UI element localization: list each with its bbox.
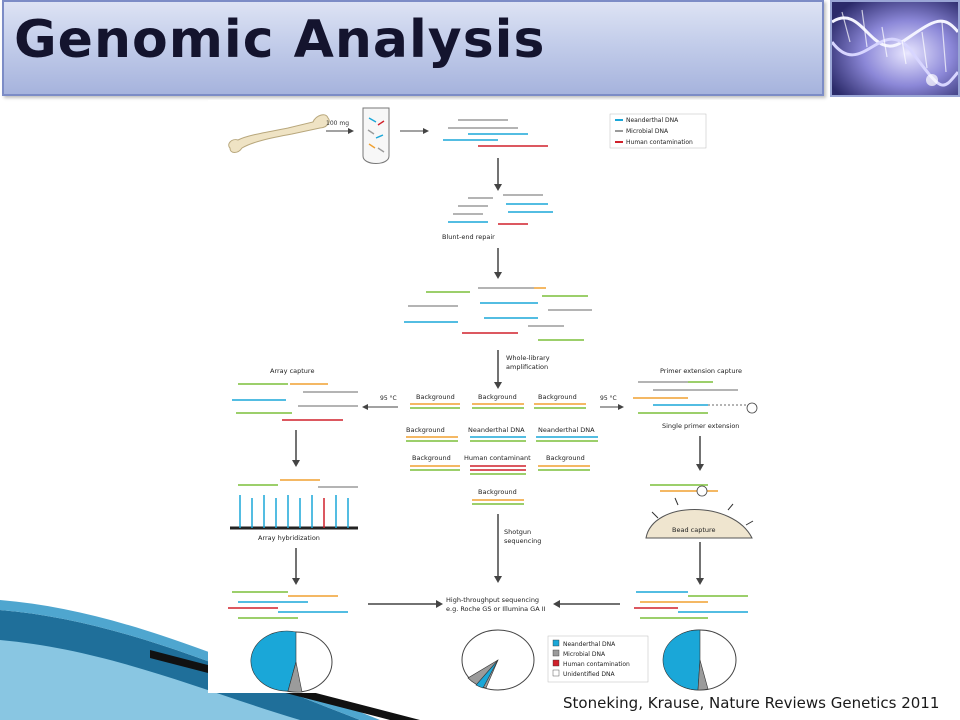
legend-top: Neanderthal DNA Microbial DNA Human cont… <box>609 113 707 149</box>
grid-r3c3: Background <box>546 454 585 462</box>
legend-top-human: Human contamination <box>626 139 693 146</box>
grid-r1c1: Background <box>416 393 455 401</box>
temp-left-label: 95 °C <box>380 395 397 402</box>
dna-fragments-repaired <box>448 194 553 225</box>
adapter-ligated-fragments <box>404 287 592 341</box>
bead-capture-icon <box>645 484 754 539</box>
grid-r2c1: Background <box>406 426 445 434</box>
ancient-dna-workflow-diagram: 100 mg Neanderthal DNA Microbial DNA Hum… <box>208 100 760 693</box>
pie-shotgun <box>461 629 535 691</box>
array-hybridization-icon <box>230 479 358 530</box>
grid-r2c3: Neanderthal DNA <box>538 426 595 434</box>
enriched-fragments-left <box>228 591 348 619</box>
primer-capture-label: Primer extension capture <box>660 367 742 375</box>
target-grid: Background Background Background Backgro… <box>406 393 598 505</box>
dna-fragments-raw <box>443 119 548 147</box>
grid-r1c3: Background <box>538 393 577 401</box>
array-capture-label: Array capture <box>270 367 314 375</box>
grid-r4: Background <box>478 488 517 496</box>
hts-label-2: e.g. Roche GS or Illumina GA II <box>446 605 546 613</box>
grid-r2c2: Neanderthal DNA <box>468 426 525 434</box>
enriched-fragments-right <box>634 591 748 619</box>
legend-bottom: Neanderthal DNA Microbial DNA Human cont… <box>547 635 649 683</box>
pie-array <box>250 630 333 693</box>
legend-bottom-unidentified: Unidentified DNA <box>563 671 615 678</box>
primer-capture-fragments <box>633 381 758 414</box>
bone-icon <box>228 114 330 153</box>
legend-bottom-neanderthal: Neanderthal DNA <box>563 641 616 648</box>
legend-bottom-human: Human contamination <box>563 661 630 668</box>
legend-top-neanderthal: Neanderthal DNA <box>626 117 679 124</box>
hts-label-1: High-throughput sequencing <box>446 596 539 604</box>
grid-r3c2: Human contaminant <box>464 454 531 462</box>
legend-bottom-microbial: Microbial DNA <box>563 651 606 658</box>
temp-right-label: 95 °C <box>600 395 617 402</box>
array-hyb-label: Array hybridization <box>258 534 320 542</box>
grid-r3c1: Background <box>412 454 451 462</box>
bead-capture-label: Bead capture <box>672 526 716 534</box>
shotgun-label-1: Shotgun <box>504 528 531 536</box>
pie-primer <box>662 629 737 691</box>
amplification-label-1: Whole-library <box>506 354 550 362</box>
slide-title: Genomic Analysis <box>14 10 546 70</box>
shotgun-label-2: sequencing <box>504 537 541 545</box>
title-bar: Genomic Analysis <box>2 0 824 96</box>
blunt-end-label: Blunt-end repair <box>442 233 495 241</box>
citation-credit: Stoneking, Krause, Nature Reviews Geneti… <box>563 694 940 712</box>
sample-mass-label: 100 mg <box>326 120 349 127</box>
single-primer-label: Single primer extension <box>662 422 739 430</box>
array-capture-fragments <box>232 383 358 421</box>
legend-top-microbial: Microbial DNA <box>626 128 669 135</box>
dna-helix-image <box>830 0 960 97</box>
grid-r1c2: Background <box>478 393 517 401</box>
amplification-label-2: amplification <box>506 363 548 371</box>
test-tube-icon <box>362 107 390 164</box>
